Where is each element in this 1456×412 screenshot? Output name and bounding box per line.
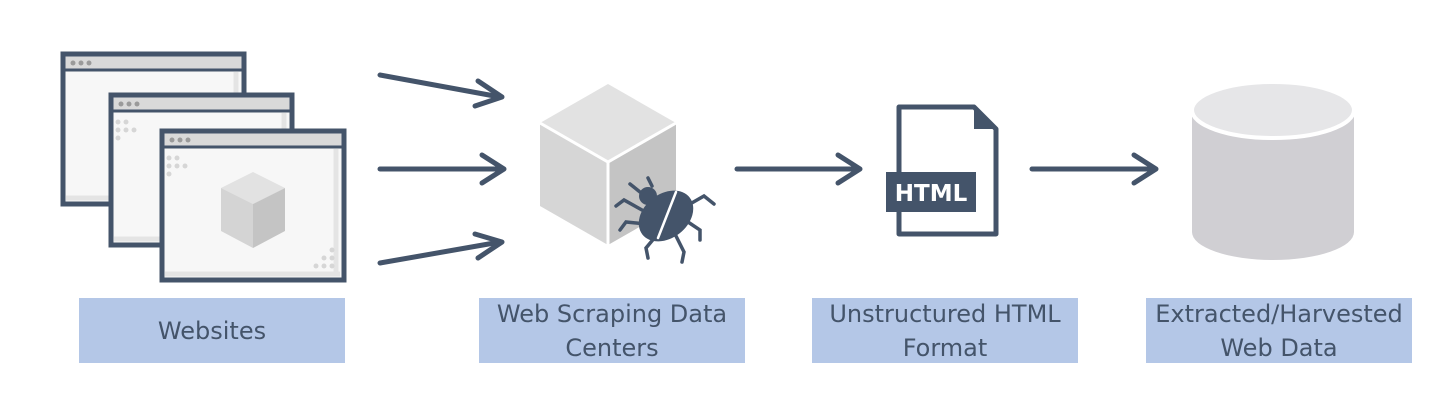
html-file-label: HTML [895,181,968,207]
label-line: Websites [157,316,267,345]
label-websites: Websites [79,298,345,363]
label-extracted-harvested-web-data: Extracted/Harvested Web Data [1146,298,1412,363]
label-line: Web Data [1220,333,1338,362]
arrow-icon [1029,152,1159,186]
label-web-scraping-data-centers: Web Scraping Data Centers [479,298,745,363]
small-cube-icon [221,172,285,248]
label-line: Format [902,333,988,362]
arrow-icon [377,72,505,109]
browser-window-icon [159,128,347,283]
browser-windows-stack [60,51,347,283]
label-line: Centers [565,333,659,362]
label-line: Web Scraping Data [496,299,728,328]
label-line: Extracted/Harvested [1155,299,1403,328]
database-icon [1190,80,1356,260]
label-unstructured-html-format: Unstructured HTML Format [812,298,1078,363]
label-line: Unstructured HTML [829,299,1061,328]
arrow-icon [377,231,505,266]
bug-icon [614,176,716,264]
html-file-icon: HTML [886,104,999,237]
cube-icon [539,84,677,245]
arrow-icon [734,152,863,186]
arrow-icon [377,152,507,186]
